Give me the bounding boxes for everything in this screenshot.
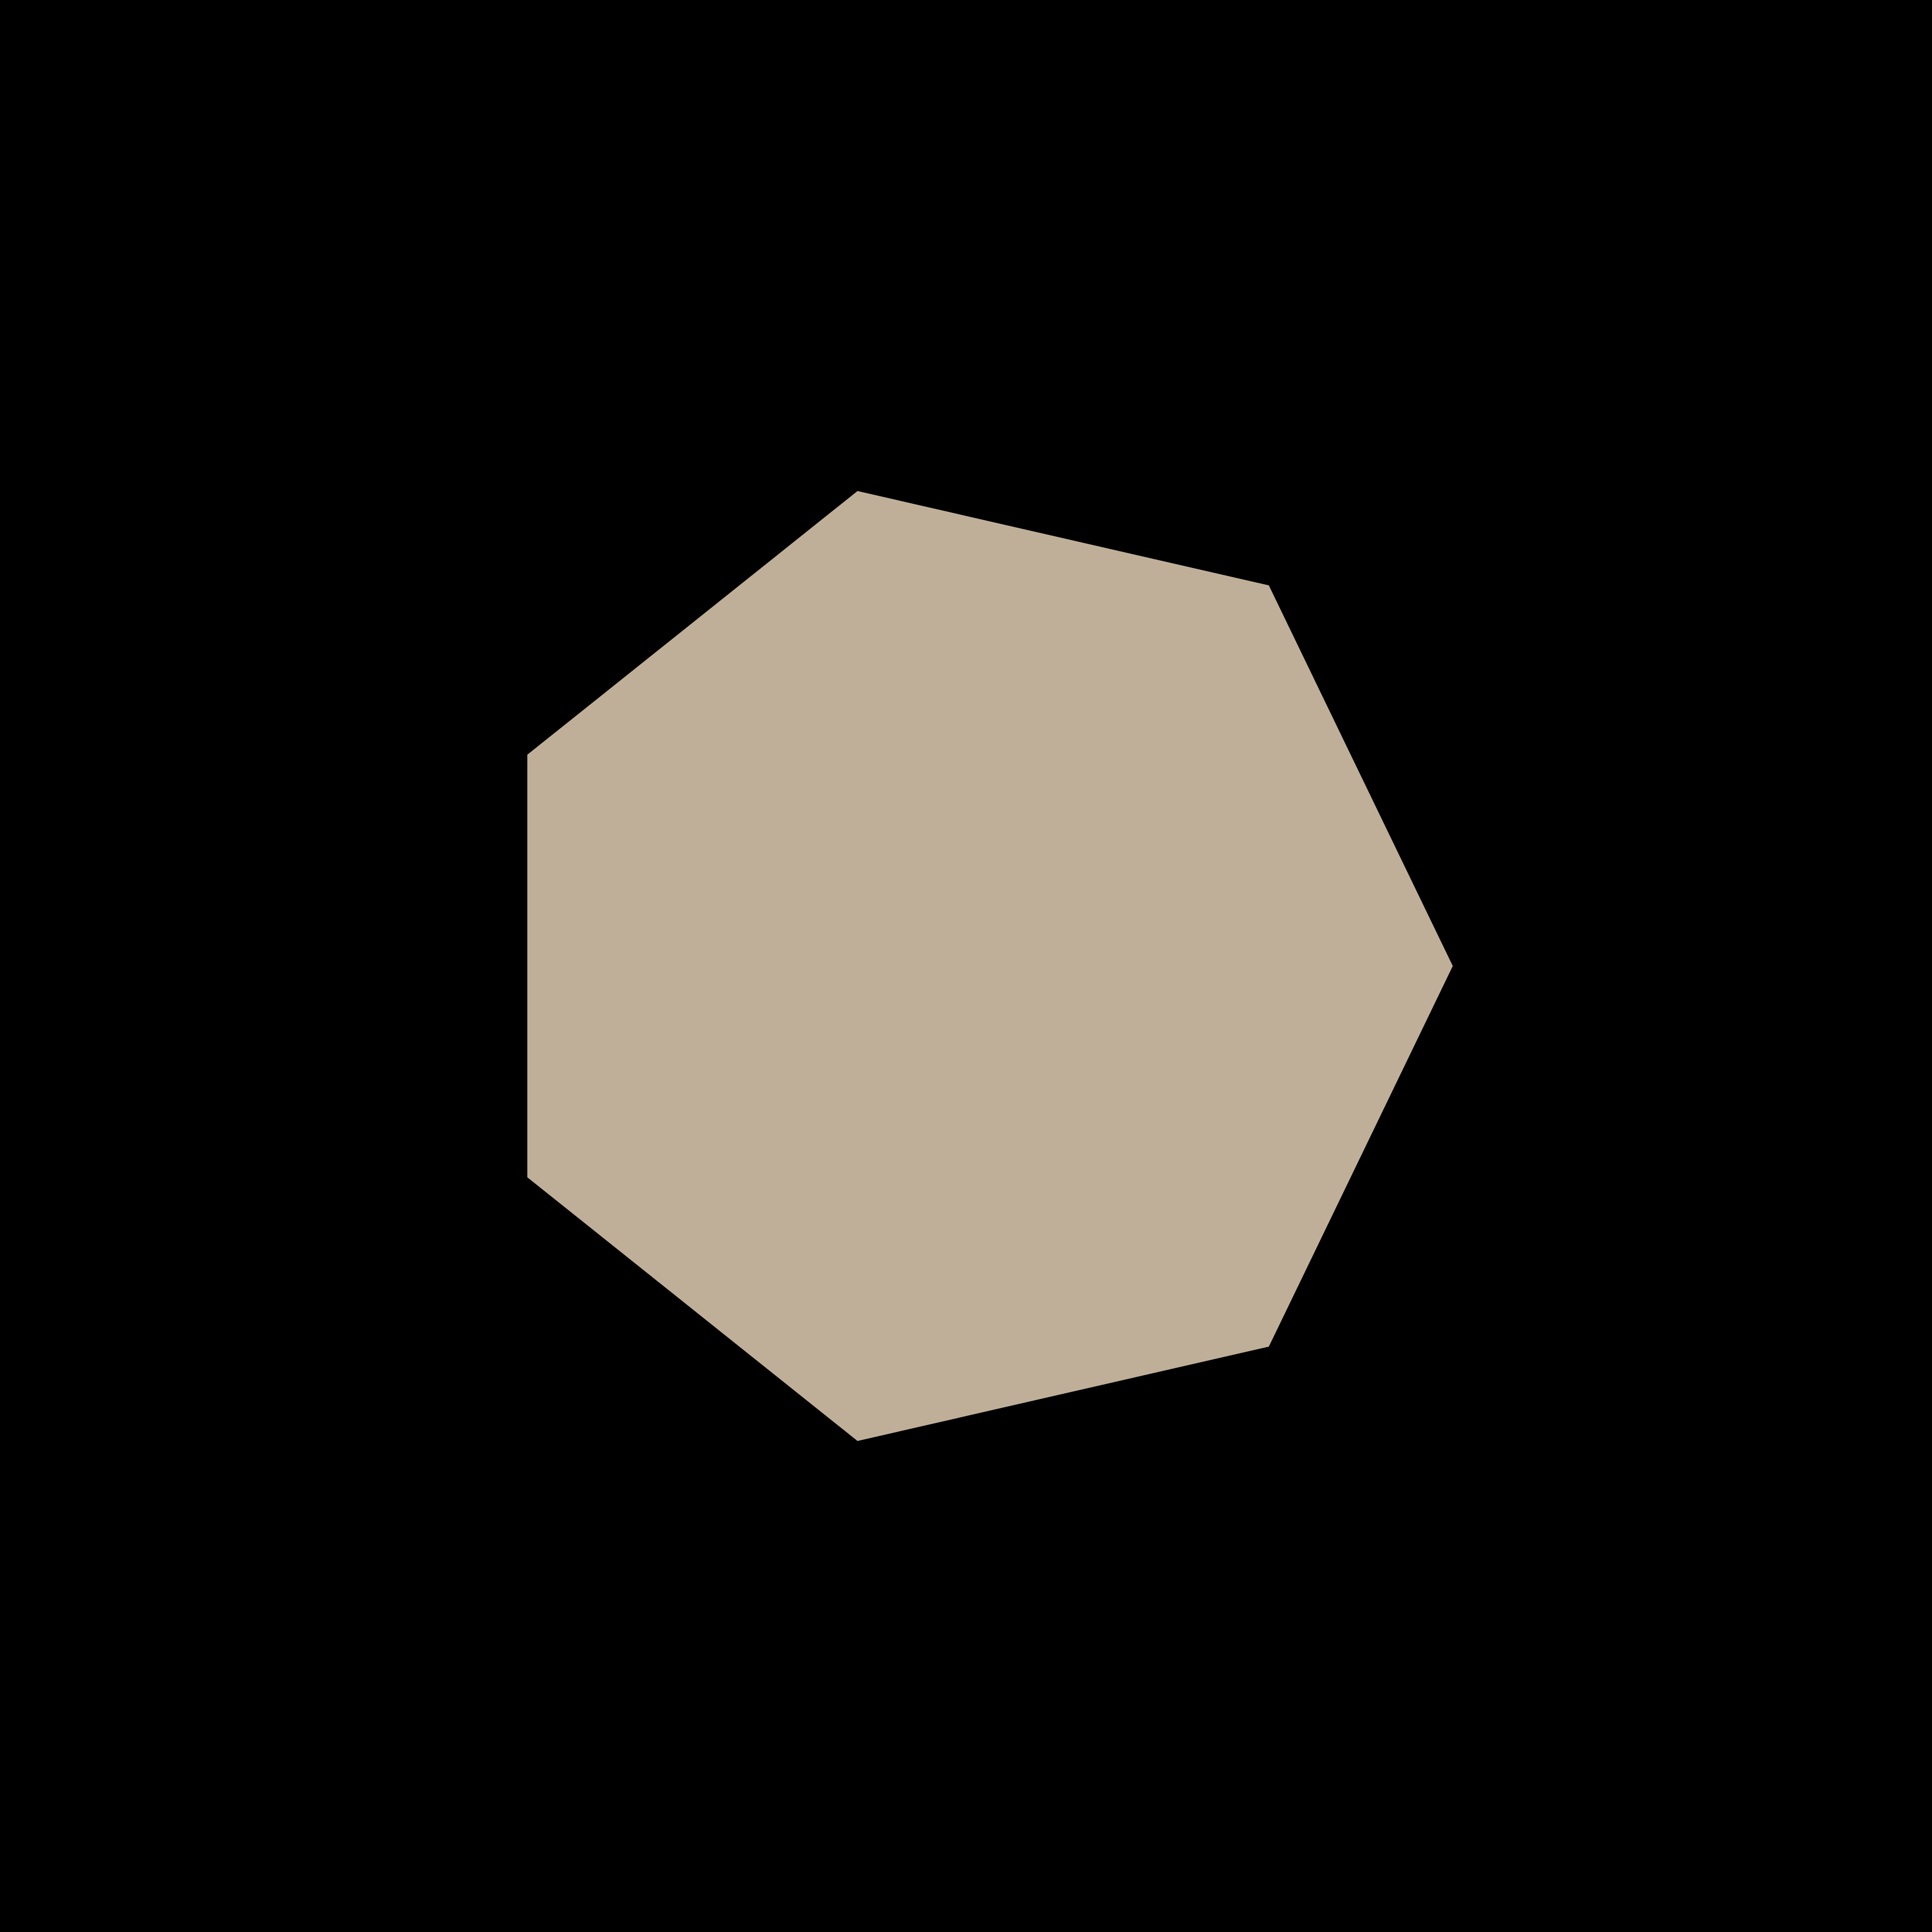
heptagon-shape: [527, 491, 1453, 1441]
